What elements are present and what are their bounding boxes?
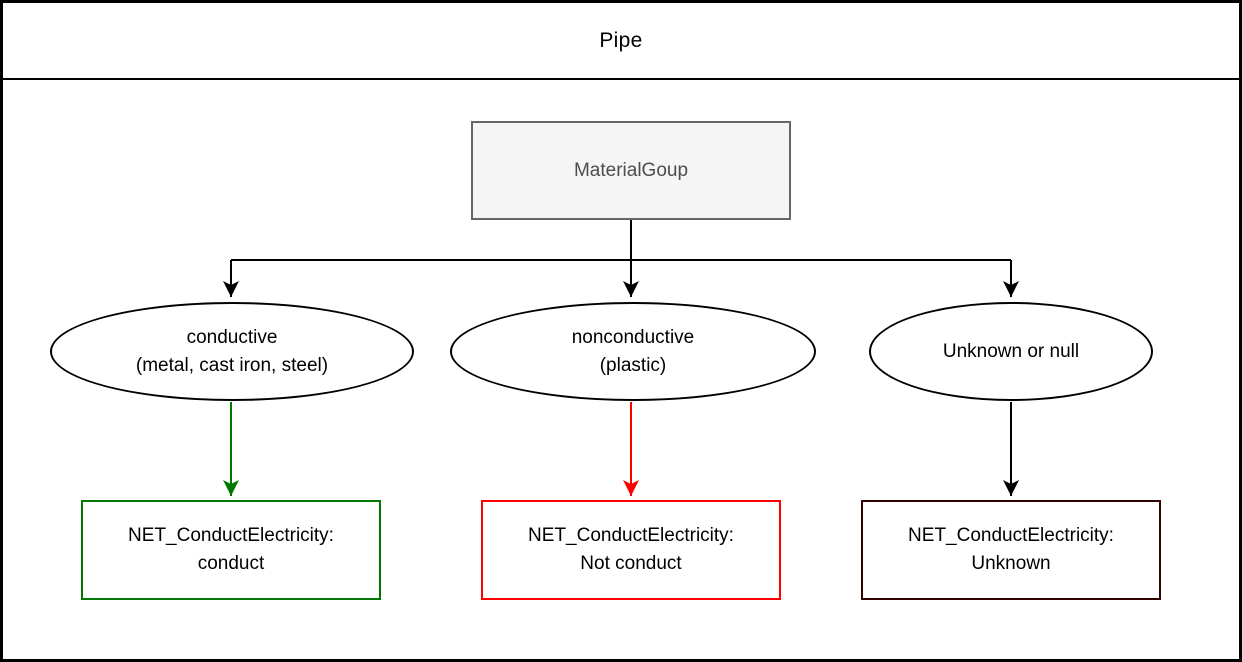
node-material-group: MaterialGoup [471,121,791,220]
condition-nonconductive-line1: nonconductive [571,326,695,348]
result-not-conduct-line2: Not conduct [580,553,682,574]
condition-unknown-line1: Unknown or null [942,340,1080,362]
node-condition-unknown: Unknown or null [869,302,1153,401]
condition-conductive-line1: conductive [186,326,278,348]
node-result-not-conduct: NET_ConductElectricity: Not conduct [481,500,781,600]
diagram-title: Pipe [599,28,643,52]
node-result-conduct: NET_ConductElectricity: conduct [81,500,381,600]
condition-conductive-line2: (metal, cast iron, steel) [135,354,329,376]
node-result-unknown: NET_ConductElectricity: Unknown [861,500,1161,600]
result-unknown-line1: NET_ConductElectricity: [908,525,1114,546]
node-material-group-label: MaterialGoup [573,159,689,181]
result-conduct-line1: NET_ConductElectricity: [128,525,334,546]
diagram-title-bar: Pipe [3,3,1239,80]
result-not-conduct-line1: NET_ConductElectricity: [528,525,734,546]
condition-nonconductive-line2: (plastic) [599,354,667,376]
node-condition-conductive: conductive (metal, cast iron, steel) [50,302,414,401]
node-condition-nonconductive: nonconductive (plastic) [450,302,816,401]
result-unknown-line2: Unknown [971,553,1051,574]
result-conduct-line2: conduct [197,553,265,574]
